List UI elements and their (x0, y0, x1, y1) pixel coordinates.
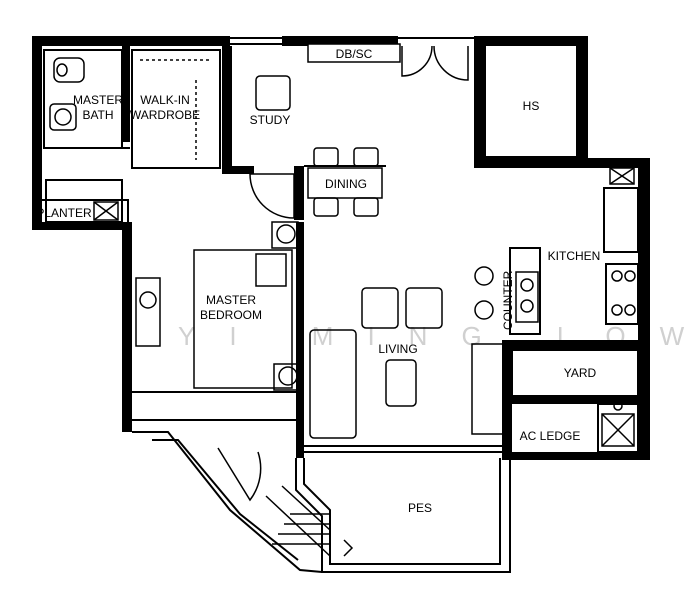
label-dining: DINING (325, 177, 367, 191)
label-kitchen: KITCHEN (548, 249, 601, 263)
label-master-bedroom-1: MASTER (206, 293, 256, 307)
stairs (265, 485, 354, 557)
doors (217, 45, 469, 502)
label-ac-ledge: AC LEDGE (520, 429, 581, 443)
label-study: STUDY (250, 113, 291, 127)
label-walk-in-wardrobe-2: WARDROBE (130, 108, 200, 122)
label-yard: YARD (564, 366, 597, 380)
vent-markers (93, 167, 635, 447)
room-labels: MASTER BATH WALK-IN WARDROBE STUDY DB/SC… (36, 43, 601, 515)
label-db-sc: DB/SC (336, 47, 373, 61)
label-counter: COUNTER (501, 270, 515, 330)
label-master-bedroom-2: BEDROOM (200, 308, 262, 322)
label-master-bath-2: BATH (82, 108, 113, 122)
label-pes: PES (408, 501, 432, 515)
structural-walls (32, 36, 650, 460)
label-master-bath-1: MASTER (73, 93, 123, 107)
label-planter: PLANTER (36, 206, 92, 220)
label-living: LIVING (378, 342, 417, 356)
label-hs: HS (523, 99, 540, 113)
furniture (49, 57, 636, 439)
label-walk-in-wardrobe-1: WALK-IN (140, 93, 190, 107)
